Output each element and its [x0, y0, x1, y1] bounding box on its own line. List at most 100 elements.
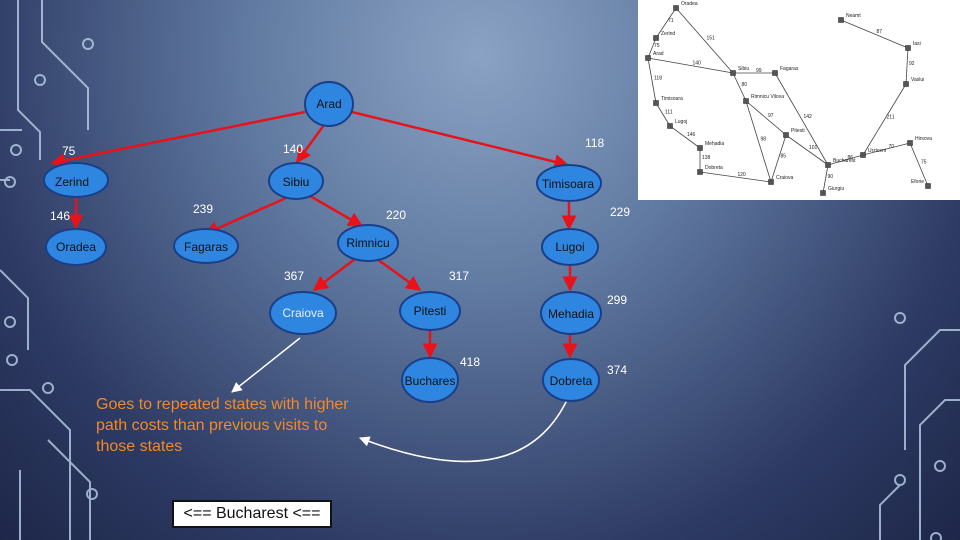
cost-zerind-oradea: 146 [50, 209, 70, 223]
map-roads [647, 7, 929, 194]
map-distance-label: 85 [781, 154, 787, 160]
map-city-label: Vaslui [911, 77, 924, 83]
node-label-craiova: Craiova [282, 306, 324, 320]
node-oradea [45, 228, 107, 266]
map-road [909, 142, 929, 187]
map-distance-label: 90 [828, 174, 834, 180]
map-road [647, 57, 734, 74]
node-label-fagaras: Fagaras [184, 240, 228, 254]
map-city-marker [925, 183, 931, 189]
map-city-label: Rimnicu Vilcea [751, 94, 784, 100]
edge-rimnicu-craiova [312, 258, 356, 291]
map-distance-label: 98 [761, 137, 767, 143]
map-distance-label: 211 [887, 115, 895, 121]
cost-lugoj-mehadia: 299 [607, 293, 627, 307]
map-distance-label: 92 [909, 61, 915, 67]
map-city-label: Neamt [846, 13, 861, 19]
map-road [732, 72, 747, 102]
map-distance-label: 86 [848, 155, 854, 161]
node-rimnicu [337, 224, 399, 262]
map-road [647, 57, 657, 104]
node-label-rimnicu: Rimnicu [346, 236, 389, 250]
cost-mehadia-dobreta: 374 [607, 363, 627, 377]
map-distance-label: 151 [707, 36, 716, 42]
map-city-label: Urziceni [868, 148, 886, 154]
annotation-arrows [231, 337, 569, 463]
map-distance-label: 97 [768, 113, 774, 119]
edge-sibiu-rimnicu [309, 194, 364, 228]
edge-arad-zerind [50, 110, 306, 168]
map-distance-label: 80 [742, 82, 748, 88]
map-city-label: Lugoj [675, 119, 687, 125]
node-lugoj [541, 228, 599, 266]
tree-edges [50, 110, 578, 359]
map-distance-label: 140 [693, 61, 702, 67]
map-distance-label: 70 [889, 144, 895, 150]
node-bucharest [401, 357, 459, 403]
cost-sibiu-rimnicu: 220 [386, 208, 406, 222]
tree-nodes [43, 81, 602, 403]
map-city-marker [697, 145, 703, 151]
map-city-label: Timisoara [661, 96, 683, 102]
map-distance-label: 99 [756, 68, 762, 74]
map-road [862, 83, 907, 156]
node-arad [304, 81, 354, 127]
map-road [840, 19, 909, 49]
cost-arad-sibiu: 140 [283, 142, 303, 156]
bucharest-label-box: <== Bucharest <== [172, 500, 332, 528]
cost-pitesti-bucharest: 418 [460, 355, 480, 369]
map-city-label: Oradea [681, 1, 698, 7]
map-road [827, 154, 864, 166]
map-city-marker [772, 70, 778, 76]
node-pitesti [399, 291, 461, 331]
map-road [655, 7, 677, 39]
cost-rimnicu-craiova: 367 [284, 269, 304, 283]
node-mehadia [540, 291, 602, 335]
edge-arad-sibiu [295, 124, 326, 164]
map-city-marker [783, 132, 789, 138]
map-city-label: Mehadia [705, 141, 724, 147]
map-road [905, 47, 909, 85]
map-distance-label: 138 [702, 155, 711, 161]
node-dobreta [542, 358, 600, 402]
map-city-marker [653, 35, 659, 41]
map-city-marker [743, 98, 749, 104]
node-zerind [43, 162, 109, 198]
map-city-marker [903, 81, 909, 87]
map-road [774, 72, 829, 166]
map-road [862, 142, 911, 156]
map-city-label: Giurgiu [828, 186, 844, 192]
node-label-timisoara: Timisoara [542, 177, 595, 191]
map-city-marker [697, 169, 703, 175]
edge-arad-timisoara [351, 110, 570, 170]
map-city-label: Dobreta [705, 165, 723, 171]
map-city-marker [730, 70, 736, 76]
map-city-marker [645, 55, 651, 61]
map-distance-label: 146 [687, 132, 696, 138]
node-label-arad: Arad [316, 97, 341, 111]
map-city-label: Hirsova [915, 136, 932, 142]
cost-sibiu-fagaras: 239 [193, 202, 213, 216]
edge-sibiu-fagaras [203, 196, 287, 236]
map-city-marker [905, 45, 911, 51]
node-label-mehadia: Mehadia [548, 307, 594, 321]
dobreta-to-note-arrow [359, 397, 569, 463]
node-label-zerind: Zerind [55, 175, 89, 189]
node-label-lugoj: Lugoi [555, 240, 584, 254]
cost-arad-timisoara: 118 [585, 136, 604, 150]
map-road [669, 125, 701, 149]
map-distance-label: 75 [921, 160, 927, 166]
map-road [785, 134, 829, 166]
node-label-sibiu: Sibiu [283, 175, 310, 189]
map-distance-label: 111 [665, 110, 673, 116]
node-craiova [269, 291, 337, 335]
cost-timisoara-lugoj: 229 [610, 205, 630, 219]
map-distance-label: 142 [804, 114, 813, 120]
map-city-label: Fagaras [780, 66, 799, 72]
map-city-marker [768, 179, 774, 185]
node-fagaras [173, 228, 239, 264]
